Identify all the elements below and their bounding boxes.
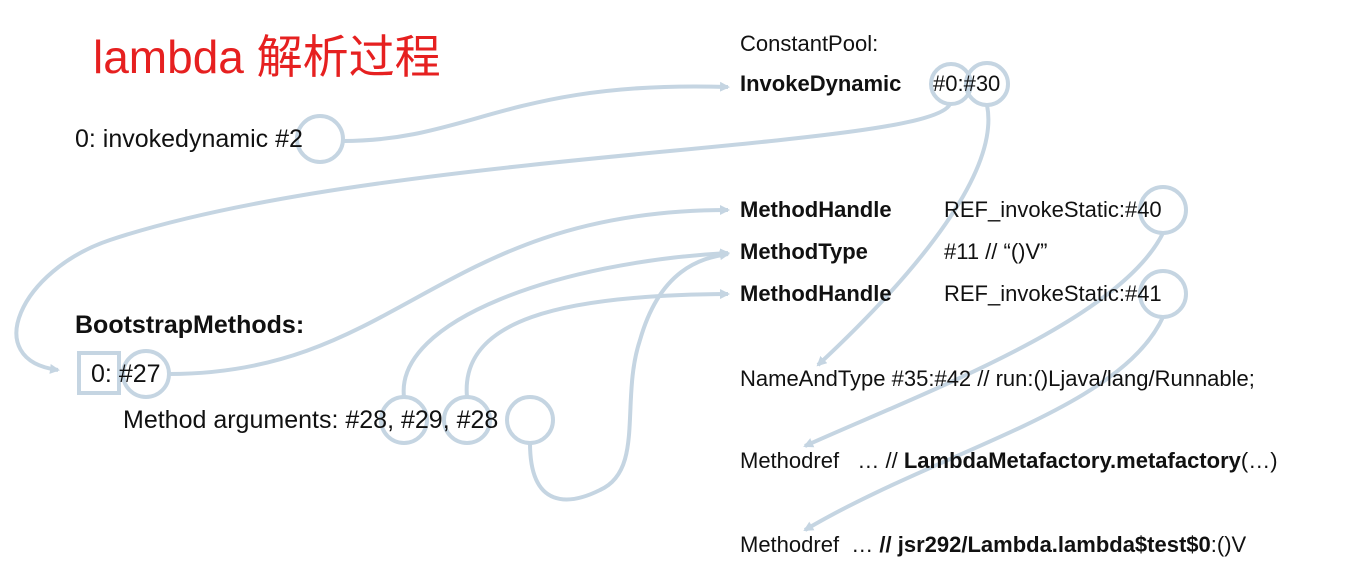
method-type-value: #11 // “()V” xyxy=(944,239,1048,264)
connector-27-to-methodhandle xyxy=(168,205,730,376)
methodref-metafactory: Methodref … // LambdaMetafactory.metafac… xyxy=(740,450,1278,472)
method-arguments-label: Method arguments: xyxy=(123,406,346,434)
ref-circle-invokedynamic-2 xyxy=(295,114,345,164)
methodref-2-prefix: Methodref … xyxy=(740,532,880,557)
invoke-dynamic-ref: #0:#30 xyxy=(933,71,1001,96)
constant-pool-label: ConstantPool: xyxy=(740,31,879,56)
connector-28a-to-methodhandle xyxy=(401,248,730,398)
bootstrap-entry-index: 0: xyxy=(91,360,112,388)
methodref-2-target: // jsr292/Lambda.lambda$test$0 xyxy=(879,532,1211,557)
method-handle-2-keyword: MethodHandle xyxy=(740,281,892,306)
method-arg-1: #28 xyxy=(345,406,388,434)
method-handle-2-value: REF_invokeStatic:#41 xyxy=(944,281,1162,306)
methodref-1-suffix: (…) xyxy=(1240,448,1278,473)
page-title: lambda 解析过程 xyxy=(93,31,441,83)
invokedynamic-prefix: 0: invokedynamic xyxy=(75,125,276,153)
bootstrap-entry-ref: #27 xyxy=(118,360,161,388)
method-arg-2: #29 xyxy=(400,406,443,434)
ref-circle-invokedynamic-0 xyxy=(929,62,973,106)
arg-separator: , xyxy=(442,406,457,434)
method-type-keyword: MethodType xyxy=(740,239,868,264)
method-handle-1-keyword: MethodHandle xyxy=(740,197,892,222)
methodref-2-suffix: :()V xyxy=(1210,532,1247,557)
methodref-lambda-body: Methodref … // jsr292/Lambda.lambda$test… xyxy=(740,534,1246,556)
arg-separator: , xyxy=(387,406,401,434)
methodref-1-prefix: Methodref … // xyxy=(740,448,904,473)
connector-28b-to-methodhandle xyxy=(528,250,730,502)
bootstrap-methods-header: BootstrapMethods: xyxy=(75,311,305,339)
name-and-type-entry: NameAndType #35:#42 // run:()Ljava/lang/… xyxy=(740,366,1255,391)
connector-index0-to-bootstrap xyxy=(14,102,952,374)
methodref-1-target: LambdaMetafactory.metafactory xyxy=(903,448,1241,473)
method-handle-1-value: REF_invokeStatic:#40 xyxy=(944,197,1162,222)
connector-40-to-methodref-1 xyxy=(803,232,1165,448)
bootstrap-entry: 0: #27 xyxy=(91,362,161,387)
invokedynamic-ref: #2 xyxy=(275,125,303,153)
ref-box-bootstrap-0 xyxy=(77,351,121,395)
ref-circle-arg-28b xyxy=(505,395,555,445)
method-arg-3: #28 xyxy=(456,406,499,434)
method-arguments-line: Method arguments: #28, #29, #28 xyxy=(123,408,498,433)
connector-29-to-methodtype xyxy=(464,289,730,398)
connector-41-to-methodref-2 xyxy=(803,316,1165,532)
invokedynamic-line: 0: invokedynamic #2 xyxy=(75,127,303,152)
connector-invokedynamic-to-constantpool xyxy=(342,81,730,143)
invoke-dynamic-keyword: InvokeDynamic xyxy=(740,71,902,96)
connector-30-to-nameandtype xyxy=(816,104,991,367)
